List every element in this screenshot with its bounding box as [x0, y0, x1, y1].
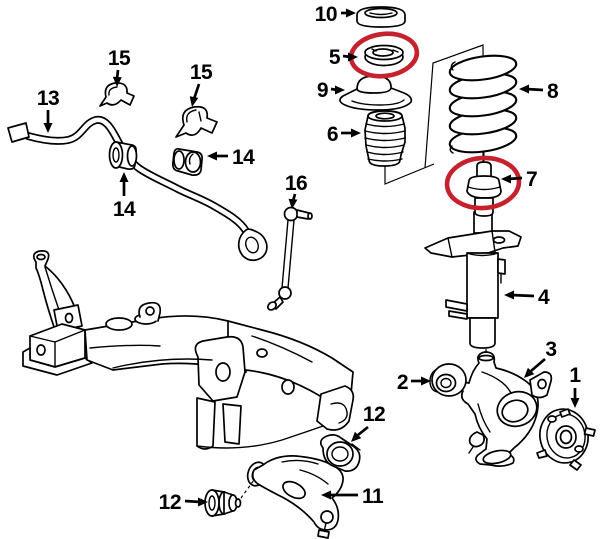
- callout-12-front-label: 12: [159, 491, 181, 514]
- stabilizer-bar: [7, 115, 268, 262]
- callout-12-front: 12: [159, 491, 208, 514]
- wheel-hub: [536, 408, 596, 471]
- subframe-crossmember: [22, 250, 355, 450]
- strut: [424, 211, 522, 361]
- callout-15-right-label: 15: [190, 61, 213, 84]
- callout-14-left-label: 14: [113, 198, 136, 221]
- callout-6-label: 6: [327, 123, 338, 146]
- callout-15-left: 15: [108, 47, 131, 87]
- callout-11-label: 11: [362, 485, 384, 508]
- stabilizer-bracket-right: [175, 105, 218, 138]
- dust-boot: [364, 110, 406, 167]
- stabilizer-bushing-right: [172, 147, 203, 176]
- callout-11: 11: [321, 485, 385, 508]
- callout-8-label: 8: [547, 80, 559, 103]
- callouts: 10 5 9 6 8 7 4 3: [37, 3, 582, 514]
- stabilizer-bar-end-cap: [7, 122, 30, 143]
- callout-14-right-label: 14: [232, 146, 255, 169]
- callout-13: 13: [37, 87, 60, 133]
- callout-2-label: 2: [397, 371, 408, 394]
- callout-4: 4: [504, 286, 551, 309]
- strut-body: [466, 252, 499, 319]
- control-arm-rear-bushing: [319, 434, 361, 472]
- callout-1: 1: [569, 364, 582, 408]
- callout-8: 8: [519, 80, 560, 103]
- callout-5-label: 5: [329, 46, 341, 69]
- stabilizer-bar-end-loop: [237, 228, 268, 262]
- callout-15-right: 15: [189, 61, 213, 107]
- callout-15-left-label: 15: [108, 47, 131, 70]
- callout-16: 16: [285, 172, 308, 209]
- coil-spring: [448, 54, 518, 154]
- callout-12-rear: 12: [351, 403, 386, 442]
- stabilizer-bushing-left: [108, 141, 138, 170]
- callout-16-label: 16: [285, 172, 307, 195]
- callout-3: 3: [524, 338, 557, 378]
- strut-bearing: [364, 44, 404, 67]
- callout-7-label: 7: [526, 168, 537, 191]
- callout-2: 2: [397, 371, 431, 394]
- steering-knuckle: [448, 351, 553, 467]
- callout-10: 10: [315, 3, 356, 26]
- upper-strut-mount: [339, 75, 413, 111]
- ball-joint: [320, 510, 334, 524]
- callout-4-label: 4: [538, 286, 550, 309]
- callout-14-left: 14: [113, 172, 136, 221]
- stabilizer-bracket-left: [99, 82, 135, 107]
- callout-5: 5: [329, 46, 358, 69]
- callout-9-label: 9: [317, 79, 328, 102]
- strut-mount-cap: [356, 6, 406, 28]
- callout-14-right: 14: [207, 146, 256, 169]
- callout-3-label: 3: [545, 338, 556, 361]
- callout-10-label: 10: [315, 3, 337, 26]
- callout-9: 9: [317, 79, 345, 102]
- stabilizer-link: [267, 206, 313, 311]
- callout-7: 7: [501, 168, 538, 191]
- highlight-ring-part-7: [444, 155, 522, 211]
- wheel-bearing: [429, 363, 467, 397]
- lower-control-arm: [246, 455, 344, 539]
- callout-13-label: 13: [37, 87, 59, 110]
- callout-1-label: 1: [569, 364, 581, 387]
- callout-6: 6: [327, 123, 361, 146]
- control-arm-front-bushing: [204, 479, 255, 517]
- callout-12-rear-label: 12: [363, 403, 385, 426]
